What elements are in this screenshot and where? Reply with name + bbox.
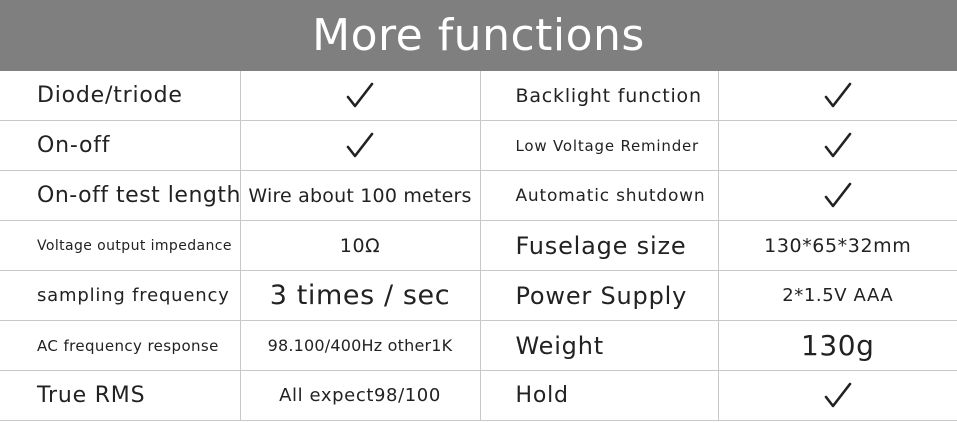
page-title: More functions (312, 10, 645, 61)
check-mark-icon (824, 82, 852, 107)
check-mark-icon (346, 82, 374, 107)
spec-label: Backlight function (479, 71, 719, 121)
spec-value: All expect98/100 (239, 370, 481, 421)
table-row: On-off Low Voltage Reminder (0, 120, 957, 171)
check-mark-icon (824, 132, 852, 157)
spec-label: Automatic shutdown (479, 170, 719, 221)
header-banner: More functions (0, 0, 957, 71)
spec-value (239, 120, 481, 171)
spec-value: Wire about 100 meters (239, 170, 481, 221)
spec-label: On-off (0, 120, 241, 171)
check-mark-icon (346, 132, 374, 157)
table-row: Voltage output impedance 10Ω Fuselage si… (0, 220, 957, 271)
spec-value: 130g (717, 320, 957, 371)
spec-label: Weight (479, 320, 719, 371)
spec-value (717, 170, 957, 221)
spec-value: 130*65*32mm (717, 220, 957, 271)
spec-label: Diode/triode (0, 71, 241, 121)
spec-label: sampling frequency (0, 270, 241, 321)
table-row: On-off test length Wire about 100 meters… (0, 170, 957, 221)
check-mark-icon (824, 182, 852, 207)
spec-value (717, 71, 957, 121)
spec-value: 10Ω (239, 220, 481, 271)
check-mark-icon (824, 382, 852, 407)
spec-value (717, 370, 957, 421)
spec-label: On-off test length (0, 170, 241, 221)
spec-label: Power Supply (479, 270, 719, 321)
spec-value: 2*1.5V AAA (717, 270, 957, 321)
table-row: AC frequency response 98.100/400Hz other… (0, 320, 957, 371)
table-row: sampling frequency 3 times / sec Power S… (0, 270, 957, 321)
spec-value: 98.100/400Hz other1K (239, 320, 481, 371)
spec-label: AC frequency response (0, 320, 241, 371)
spec-label: Fuselage size (479, 220, 719, 271)
spec-value (717, 120, 957, 171)
spec-label: Low Voltage Reminder (479, 120, 719, 171)
spec-label: Hold (479, 370, 719, 421)
specs-table: Diode/triode Backlight function On-off L… (0, 71, 957, 421)
spec-value: 3 times / sec (239, 270, 481, 321)
spec-value (239, 71, 481, 121)
spec-label: True RMS (0, 370, 241, 421)
table-row: Diode/triode Backlight function (0, 71, 957, 121)
spec-label: Voltage output impedance (0, 220, 241, 271)
table-row: True RMS All expect98/100 Hold (0, 370, 957, 421)
